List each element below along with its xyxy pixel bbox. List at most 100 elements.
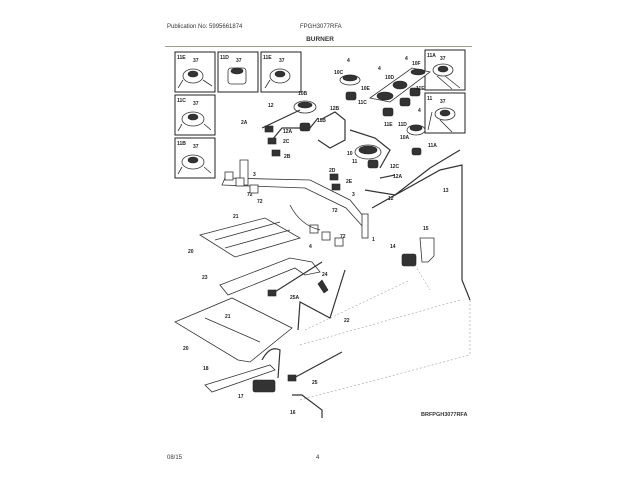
burner-10C: 10C 4 [334,58,361,86]
part-callout: 12A [283,129,293,135]
part-callout: 13 [443,188,449,194]
part-callout: 12A [393,174,403,180]
part-callout: 24 [322,272,328,278]
burner-10A: 10A 4 [400,108,426,141]
bracket-15: 15 [419,226,435,263]
heat-shield-lower: 21 20 [174,297,293,363]
inset-11B: 11B 37 [174,137,216,179]
section-title: BURNER [306,36,334,43]
igniter-25: 25 [287,351,343,386]
part-callout: 11E [384,122,393,128]
inset-11: 11 37 [424,92,466,134]
part-callout: 37 [193,58,199,64]
part-callout: 11C [177,98,186,104]
part-callout: 10B [298,91,308,97]
part-callout: 10A [400,135,410,141]
part-callout: 12B [330,106,340,112]
part-callout: 15 [423,226,429,232]
part-callout: 37 [236,58,242,64]
part-callout: 4 [378,66,381,72]
part-callout: 4 [418,108,421,114]
part-callout: 25 [312,380,318,386]
part-callout: 10 [347,151,353,157]
part-callout: 72 [332,208,338,214]
part-callout: 37 [440,99,446,105]
gas-tubes: 12 12A 12B 12C 12A 12 13 [261,103,471,301]
part-callout: 20 [183,346,189,352]
part-callout: 23 [202,275,208,281]
part-callout: 11A [428,143,437,149]
burner-10B: 10B [293,91,317,114]
inset-11A: 11A 37 [424,49,466,91]
part-callout: 21 [225,314,231,320]
part-callout: 2B [284,154,291,160]
part-callout: 11B [177,141,186,147]
part-callout: 10C [334,70,344,76]
part-callout: 12 [388,196,394,202]
part-callout: 1 [372,237,375,243]
page-number: 4 [316,455,320,461]
part-callout: 4 [309,244,312,250]
inset-11E-right: 11E 37 [260,51,302,93]
part-callout: 11D [220,55,229,61]
tube-22: 22 [297,269,350,331]
part-callout: 72 [257,199,263,205]
part-callout: 4 [347,58,350,64]
part-callout: 11B [317,118,326,124]
tube-16: 16 [290,394,323,418]
part-callout: 11D [398,122,407,128]
part-callout: 11E [416,86,425,92]
part-callout: 3 [352,192,355,198]
part-callout: 25A [290,295,300,301]
model-number: FPGH3077RFA [300,24,342,30]
part-callout: 18 [203,366,209,372]
part-callout: 72 [247,192,253,198]
part-callout: 12 [268,103,274,109]
part-callout: 10E [361,86,371,92]
part-callout: 2C [283,139,290,145]
part-callout: 11 [352,159,358,165]
part-callout: 11E [177,55,186,61]
part-callout: 21 [233,214,239,220]
part-callout: 12C [390,164,400,170]
part-callout: 17 [238,394,244,400]
part-callout: 20 [188,249,194,255]
heat-shield-upper: 21 20 [188,214,302,258]
part-callout: 11A [427,53,436,59]
diagram-code: BRFPGH3077RFA [421,412,468,418]
part-callout: 2D [329,168,336,174]
igniter-25A: 25A 24 [267,261,329,301]
manifold-1: 1 72 72 72 72 3 3 4 [221,159,375,250]
part-callout: 37 [279,58,285,64]
part-callout: 4 [405,56,408,62]
part-callout: 37 [193,144,199,150]
part-callout: 72 [340,234,346,240]
bracket-18: 18 [203,364,276,393]
footer-date: 08/15 [167,455,183,461]
part-callout: 37 [193,101,199,107]
broil-burner: 23 [202,257,321,296]
part-callout: 16 [290,410,296,416]
inset-11E-left: 11E 37 [174,51,216,93]
valve-17: 17 [238,348,281,400]
valves: 11C 11E 11D 11E 11A 11B 11 2A 2C 2B 2D 2… [241,86,437,191]
part-callout: 2E [346,179,353,185]
burner-10: 10 [347,144,382,160]
part-callout: 10D [385,75,395,81]
inset-11C: 11C 37 [174,94,216,136]
part-callout: 10F [412,61,421,67]
header-divider [165,46,472,47]
part-callout: 11 [427,96,433,102]
part-callout: 37 [440,56,446,62]
part-callout: 14 [390,244,396,250]
part-callout: 11E [263,55,272,61]
inset-11D: 11D 37 [217,51,259,93]
burner-10E-10D-10F: 10E 10D 10F 4 4 [361,56,431,103]
part-callout: 11C [358,100,367,106]
part-callout: 22 [344,318,350,324]
part-callout: 2A [241,120,248,126]
regulator-14: 14 [390,244,417,267]
publication-number: Publication No: 5995661874 [167,24,243,30]
part-callout: 3 [253,172,256,178]
